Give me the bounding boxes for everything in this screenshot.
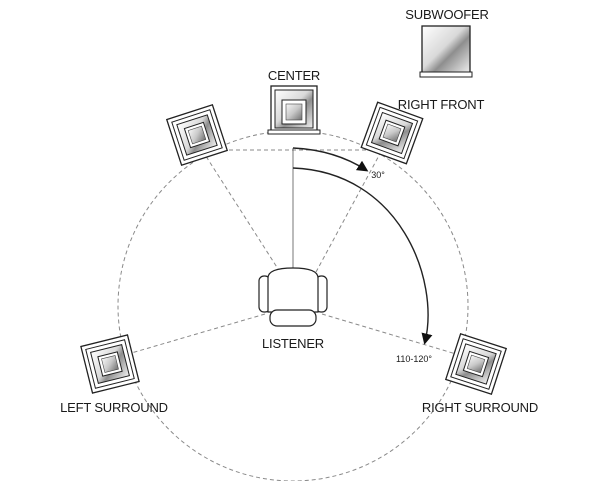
line-to-left-surround — [127, 313, 266, 355]
left-front-speaker-icon — [166, 104, 228, 166]
left-surround-speaker-icon — [80, 334, 140, 394]
surround-angle-label: 110-120° — [396, 354, 432, 364]
front-angle-arc — [292, 147, 369, 172]
front-angle-label: 30° — [371, 170, 385, 180]
line-to-left-front — [201, 149, 281, 273]
listener-label: LISTENER — [262, 336, 324, 351]
listener-armchair-icon — [258, 267, 328, 327]
left-surround-label: LEFT SURROUND — [60, 400, 168, 415]
room-circle — [117, 130, 469, 481]
right-front-label: RIGHT FRONT — [398, 97, 485, 112]
line-to-right-front — [315, 149, 383, 273]
center-speaker-icon — [267, 85, 321, 135]
line-to-right-surround — [321, 313, 457, 355]
subwoofer-label: SUBWOOFER — [405, 7, 488, 22]
subwoofer-icon — [419, 25, 473, 78]
surround-angle-arc — [292, 167, 433, 345]
center-label: CENTER — [268, 68, 320, 83]
right-surround-speaker-icon — [445, 333, 507, 395]
right-surround-label: RIGHT SURROUND — [422, 400, 538, 415]
